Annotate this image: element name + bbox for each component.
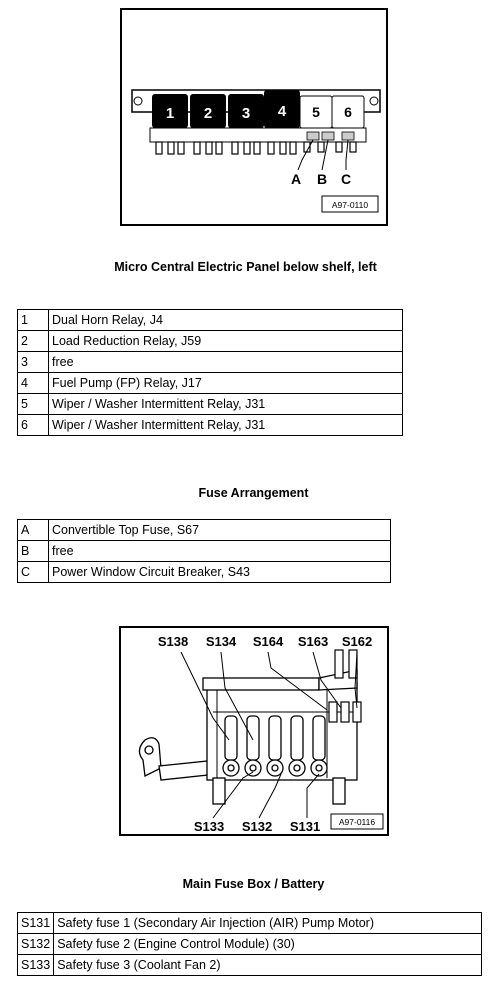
row-key: 2 (17, 330, 49, 352)
row-desc: Wiper / Washer Intermittent Relay, J31 (48, 414, 403, 436)
relay-number-2: 2 (204, 105, 212, 122)
row-key: S133 (16, 954, 55, 976)
main-fuse-box-illustration: S138 S134 S164 S163 S162 (138, 634, 384, 834)
fuse-label-s162: S162 (342, 634, 372, 649)
relay-1-body (152, 94, 188, 128)
row-desc: Wiper / Washer Intermittent Relay, J31 (48, 393, 403, 415)
relay-panel-illustration: 1 2 3 4 5 6 A B C A97- (131, 89, 381, 213)
fuse-label-s138: S138 (158, 634, 188, 649)
relay-number-3: 3 (242, 105, 250, 122)
row-desc: free (48, 351, 403, 373)
relay-2-body (190, 94, 226, 128)
section2-title: Fuse Arrangement (198, 486, 309, 500)
section1-title: Micro Central Electric Panel below shelf… (114, 260, 377, 274)
row-key: B (17, 540, 49, 562)
row-desc: Convertible Top Fuse, S67 (48, 519, 391, 541)
relay-3-body (228, 94, 264, 128)
row-desc: Fuel Pump (FP) Relay, J17 (48, 372, 403, 394)
relay-panel-figure: 1 2 3 4 5 6 A B C A97- (120, 8, 388, 226)
row-key: S131 (16, 912, 55, 934)
row-desc: Safety fuse 2 (Engine Control Module) (3… (53, 933, 482, 955)
row-key: 4 (17, 372, 49, 394)
fuse-label-s132: S132 (242, 819, 272, 834)
relay-number-6: 6 (344, 104, 352, 120)
figure2-ref-code: A97-0116 (339, 817, 376, 827)
relay-number-1: 1 (166, 105, 174, 122)
row-desc: Load Reduction Relay, J59 (48, 330, 403, 352)
row-desc: Power Window Circuit Breaker, S43 (48, 561, 391, 583)
row-desc: Dual Horn Relay, J4 (48, 309, 403, 331)
fuse-label-s134: S134 (206, 634, 237, 649)
fuse-label-s163: S163 (298, 634, 328, 649)
row-key: 6 (17, 414, 49, 436)
row-key: 5 (17, 393, 49, 415)
row-key: 3 (17, 351, 49, 373)
row-key: 1 (17, 309, 49, 331)
fuse-label-s133: S133 (194, 819, 224, 834)
section3-title: Main Fuse Box / Battery (182, 877, 325, 891)
fuse-label-a: A (291, 171, 301, 187)
row-desc: free (48, 540, 391, 562)
relay-number-5: 5 (312, 104, 320, 120)
main-fuse-box-figure: S138 S134 S164 S163 S162 (119, 626, 389, 836)
fuse-label-s164: S164 (253, 634, 284, 649)
fuse-label-c: C (341, 171, 351, 187)
relay-4-body (264, 90, 300, 128)
row-key: C (17, 561, 49, 583)
relay-number-4: 4 (278, 103, 287, 120)
row-key: A (17, 519, 49, 541)
row-desc: Safety fuse 1 (Secondary Air Injection (… (53, 912, 482, 934)
fuse-label-b: B (317, 171, 327, 187)
row-desc: Safety fuse 3 (Coolant Fan 2) (53, 954, 482, 976)
row-key: S132 (16, 933, 55, 955)
fuse-label-s131: S131 (290, 819, 320, 834)
figure1-ref-code: A97-0110 (332, 200, 369, 210)
